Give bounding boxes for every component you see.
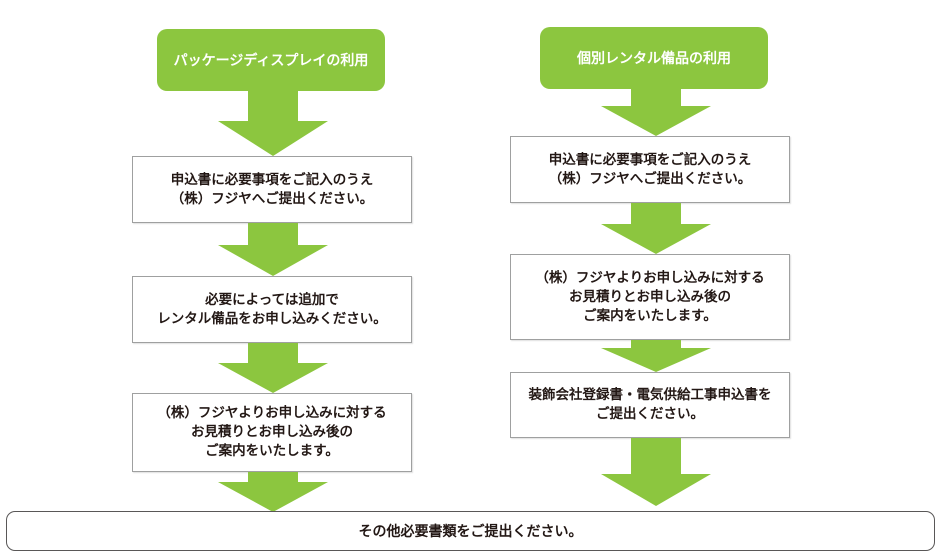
down-arrow-icon xyxy=(218,343,328,393)
left-step-3-line-1: （株）フジヤよりお申し込みに対する xyxy=(157,405,387,421)
right-step-3-line-1: 装飾会社登録書・電気供給工事申込書を xyxy=(528,387,772,403)
left-step-1-line-2: （株）フジヤへご提出ください。 xyxy=(170,190,374,207)
left-step-2: 必要によっては追加で レンタル備品をお申し込みください。 xyxy=(132,276,412,343)
left-step-3-line-2: お見積りとお申し込み後の xyxy=(191,424,353,440)
down-arrow-icon xyxy=(218,472,328,512)
left-step-1: 申込書に必要事項をご記入のうえ （株）フジヤへご提出ください。 xyxy=(132,156,412,223)
right-step-1: 申込書に必要事項をご記入のうえ （株）フジヤへご提出ください。 xyxy=(510,136,790,203)
down-arrow-icon xyxy=(601,203,711,254)
down-arrow-icon xyxy=(218,223,328,276)
down-arrow-icon xyxy=(601,89,711,136)
down-arrow-icon xyxy=(218,91,328,156)
left-step-2-line-1: 必要によっては追加で xyxy=(205,291,339,308)
left-step-3-line-3: ご案内をいたします。 xyxy=(205,443,339,459)
down-arrow-icon xyxy=(601,438,711,506)
right-step-1-line-1: 申込書に必要事項をご記入のうえ xyxy=(548,151,752,168)
right-step-3-line-2: ご提出ください。 xyxy=(596,406,704,422)
final-step-label: その他必要書類をご提出ください。 xyxy=(358,524,583,540)
right-flow-title: 個別レンタル備品の利用 xyxy=(540,27,768,89)
down-arrow-icon xyxy=(601,340,711,372)
final-step: その他必要書類をご提出ください。 xyxy=(6,511,935,551)
right-step-2: （株）フジヤよりお申し込みに対する お見積りとお申し込み後の ご案内をいたします… xyxy=(510,254,790,340)
right-step-1-line-2: （株）フジヤへご提出ください。 xyxy=(548,170,752,187)
left-step-2-line-2: レンタル備品をお申し込みください。 xyxy=(157,310,387,327)
right-step-2-line-3: ご案内をいたします。 xyxy=(583,307,717,324)
left-step-1-line-1: 申込書に必要事項をご記入のうえ xyxy=(170,171,374,188)
left-flow-title: パッケージディスプレイの利用 xyxy=(157,29,385,91)
right-step-3: 装飾会社登録書・電気供給工事申込書を ご提出ください。 xyxy=(510,372,790,438)
right-step-2-line-1: （株）フジヤよりお申し込みに対する xyxy=(535,269,765,286)
left-step-3: （株）フジヤよりお申し込みに対する お見積りとお申し込み後の ご案内をいたします… xyxy=(132,393,412,472)
right-step-2-line-2: お見積りとお申し込み後の xyxy=(569,288,731,305)
